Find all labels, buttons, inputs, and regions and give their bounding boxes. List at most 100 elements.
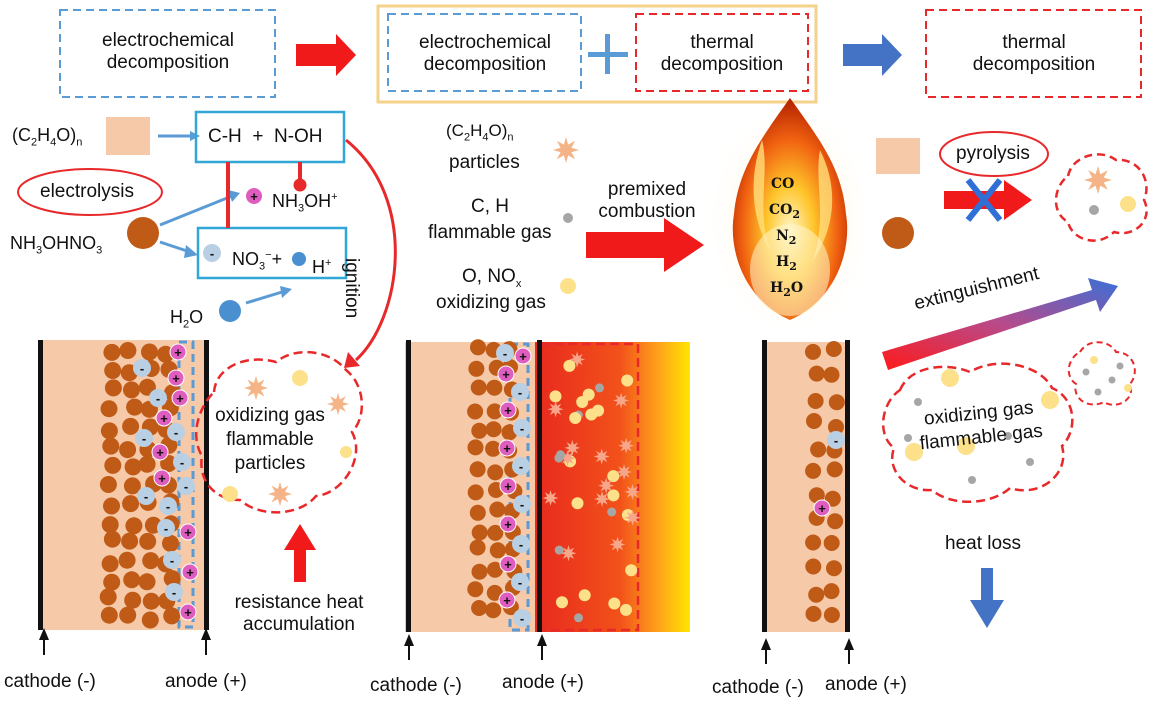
pvc-formula: (C2H4O)n	[12, 125, 83, 149]
anion-icon	[163, 551, 181, 569]
mid-cathode	[406, 340, 411, 632]
ion-sign: -	[140, 361, 144, 376]
cation-icon	[179, 523, 197, 541]
hano-particle	[99, 588, 117, 606]
hano-particle	[162, 534, 179, 552]
cation-icon	[498, 591, 516, 609]
stage2b-label: thermal decomposition	[660, 32, 784, 75]
right-tiny-cloud	[1067, 341, 1136, 406]
red-dot-icon	[293, 178, 307, 192]
ion-sign: +	[160, 411, 168, 426]
ion-sign: -	[170, 553, 174, 568]
left-anode	[204, 340, 209, 630]
anion-icon	[167, 423, 185, 441]
ion-sign: -	[519, 459, 523, 474]
ion-sign: +	[503, 593, 511, 608]
anion-icon	[133, 359, 151, 377]
hano-particle	[139, 532, 157, 550]
ion-sign: -	[518, 575, 522, 590]
resistance-arrow	[284, 524, 316, 582]
right-small-cloud	[1054, 153, 1148, 242]
right-hano-particle	[882, 217, 914, 249]
extinguishment-arrow	[882, 278, 1118, 370]
o-no-label: O, NOx	[462, 266, 522, 290]
cation-icon	[153, 469, 171, 487]
ion-sign: -	[520, 421, 524, 436]
hano-particle	[124, 458, 142, 476]
particle-star	[594, 491, 611, 507]
ion-sign: +	[186, 565, 194, 580]
left-anode-label: anode (+)	[165, 671, 247, 692]
flammable-gas-label: flammable gas	[428, 222, 552, 243]
hano-particle	[138, 573, 156, 591]
hano-particle	[123, 381, 140, 399]
h2o-label: H2O	[170, 307, 204, 331]
left-cloud-label: oxidizing gas flammable particles	[215, 405, 325, 474]
hano-particle	[122, 495, 140, 513]
hano-particle	[126, 398, 144, 416]
hano-particle	[124, 591, 142, 609]
ion-sign: +	[818, 501, 826, 516]
h-ion-formula: H+	[312, 257, 332, 277]
ion-sign: -	[164, 521, 168, 536]
hano-particle	[104, 379, 122, 397]
pink-ion-icon	[245, 187, 263, 205]
cation-icon	[171, 389, 189, 407]
cation-icon	[497, 365, 515, 383]
electrolysis-ellipse	[17, 168, 163, 216]
mid-anode-label: anode (+)	[502, 672, 584, 693]
hano-particle	[119, 441, 137, 459]
hano-particle	[103, 530, 121, 548]
particles-formula: (C2H4O)n	[446, 121, 514, 144]
electrolysis-label: electrolysis	[40, 181, 134, 202]
hano-particle	[138, 455, 156, 473]
hano-particle	[101, 555, 119, 573]
stage2b-box	[635, 13, 809, 92]
particle-star	[598, 477, 615, 494]
particle-star	[553, 137, 579, 163]
ion-sign: -	[156, 391, 160, 406]
hano-particle	[101, 516, 119, 534]
cation-icon	[499, 477, 517, 495]
anion-icon	[511, 383, 529, 401]
hano-particle	[142, 592, 160, 610]
cation-icon	[151, 443, 169, 461]
right-gas-cloud	[881, 362, 1074, 503]
ignition-label: ignition	[341, 258, 362, 319]
reaction-zone	[535, 342, 690, 632]
hano-particle	[163, 570, 181, 588]
ion-sign: -	[172, 585, 176, 600]
right-cathode-label: cathode (-)	[712, 677, 804, 698]
cation-icon	[499, 555, 517, 573]
pvc-square	[106, 117, 150, 155]
ion-sign: +	[504, 479, 512, 494]
resistance-label: resistance heat accumulation	[234, 592, 364, 635]
anion-icon	[165, 583, 183, 601]
ion-sign: -	[174, 425, 178, 440]
ion-sign: -	[166, 499, 170, 514]
anion-icon	[496, 344, 514, 362]
oxidizing-gas-dot	[560, 278, 576, 294]
ignition-arrow	[345, 138, 397, 362]
hano-particle	[119, 342, 137, 359]
hano-particle	[121, 532, 139, 550]
mid-cathode-label: cathode (-)	[370, 675, 462, 696]
hano-particle	[125, 517, 143, 535]
right-cathode	[762, 340, 767, 632]
ion-sign: +	[504, 403, 512, 418]
ion-sign: +	[184, 605, 192, 620]
ion-sign: -	[184, 479, 188, 494]
svg-text:+: +	[250, 189, 258, 204]
anion-icon	[177, 477, 195, 495]
cation-icon	[167, 369, 185, 387]
oxidizing-gas-label: oxidizing gas	[436, 292, 546, 313]
blue-ion-icon	[203, 244, 221, 262]
stage1-label: electrochemical decomposition	[102, 30, 234, 73]
right-anode-label: anode (+)	[825, 674, 907, 695]
hano-particle	[138, 378, 156, 396]
no3-formula: NO3−+	[232, 249, 283, 273]
hano-particle	[102, 437, 120, 455]
ion-sign: +	[172, 371, 180, 386]
ion-sign: -	[520, 611, 524, 626]
hano-particle	[163, 607, 181, 625]
